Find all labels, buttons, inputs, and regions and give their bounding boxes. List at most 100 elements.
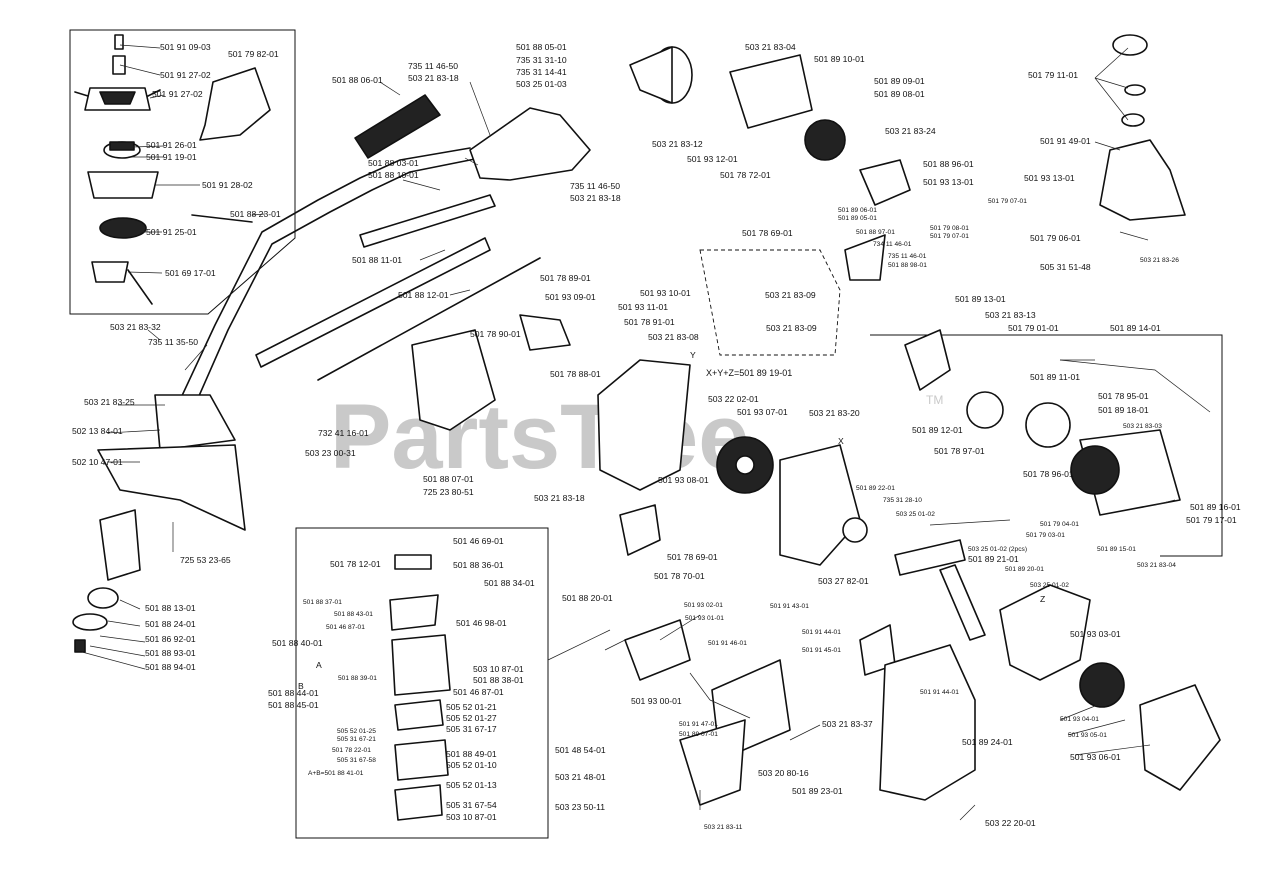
part-label[interactable]: 501 91 43-01 xyxy=(770,603,809,610)
part-label[interactable]: 501 78 89-01 xyxy=(540,273,591,283)
part-label[interactable]: 505 31 67-54 xyxy=(446,800,497,810)
part-label[interactable]: 501 91 44-01 xyxy=(920,689,959,696)
part-label[interactable]: 501 78 69-01 xyxy=(667,552,718,562)
part-label[interactable]: 501 91 49-01 xyxy=(1040,136,1091,146)
part-label[interactable]: 501 88 96-01 xyxy=(923,159,974,169)
part-label[interactable]: 501 88 93-01 xyxy=(145,648,196,658)
part-label[interactable]: 735 11 46-50 xyxy=(570,181,620,191)
part-label[interactable]: 501 88 44-01 xyxy=(268,688,319,698)
part-label[interactable]: 501 79 01-01 xyxy=(1008,323,1059,333)
part-label[interactable]: 503 21 83-08 xyxy=(648,332,699,342)
part-label[interactable]: 501 89 12-01 xyxy=(912,425,963,435)
part-label[interactable]: 503 10 87-01 xyxy=(446,812,497,822)
part-label[interactable]: 501 88 40-01 xyxy=(272,638,323,648)
part-label[interactable]: 501 79 07-01 xyxy=(930,233,969,240)
part-label[interactable]: 501 88 94-01 xyxy=(145,662,196,672)
part-label[interactable]: 501 78 90-01 xyxy=(470,329,521,339)
part-label[interactable]: 503 21 83-18 xyxy=(570,193,621,203)
part-label[interactable]: 725 23 80-51 xyxy=(423,487,474,497)
part-label[interactable]: 501 88 07-01 xyxy=(423,474,474,484)
part-label[interactable]: 501 89 06-01 xyxy=(838,207,877,214)
part-label[interactable]: 501 88 03-01 xyxy=(368,158,419,168)
part-label[interactable]: 501 93 10-01 xyxy=(640,288,691,298)
part-label[interactable]: 501 91 27-02 xyxy=(152,89,203,99)
part-label[interactable]: 501 93 05-01 xyxy=(1068,732,1107,739)
part-label[interactable]: 501 78 95-01 xyxy=(1098,391,1149,401)
part-label[interactable]: 501 79 08-01 xyxy=(930,225,969,232)
part-label[interactable]: 501 93 01-01 xyxy=(685,615,724,622)
part-label[interactable]: 501 89 15-01 xyxy=(1097,546,1136,553)
part-label[interactable]: 501 86 92-01 xyxy=(145,634,196,644)
part-label[interactable]: 501 93 04-01 xyxy=(1060,716,1099,723)
part-label[interactable]: 505 52 01-27 xyxy=(446,713,497,723)
part-label[interactable]: 501 88 10-01 xyxy=(368,170,419,180)
part-label[interactable]: 501 79 11-01 xyxy=(1028,70,1078,80)
part-label[interactable]: 501 46 87-01 xyxy=(453,687,504,697)
part-label[interactable]: 503 21 83-32 xyxy=(110,322,161,332)
part-label[interactable]: 501 93 13-01 xyxy=(923,177,974,187)
part-label[interactable]: 501 89 24-01 xyxy=(962,737,1013,747)
part-label[interactable]: 505 52 01-10 xyxy=(446,760,497,770)
part-label[interactable]: 503 21 83-37 xyxy=(822,719,873,729)
part-label[interactable]: 501 91 19-01 xyxy=(146,152,197,162)
part-label[interactable]: 501 89 05-01 xyxy=(838,215,877,222)
part-label[interactable]: 503 23 00-31 xyxy=(305,448,356,458)
part-label[interactable]: 501 93 09-01 xyxy=(545,292,596,302)
part-label[interactable]: 502 10 47-01 xyxy=(72,457,123,467)
part-label[interactable]: 501 88 97-01 xyxy=(856,229,895,236)
part-label[interactable]: 501 89 18-01 xyxy=(1098,405,1149,415)
part-label[interactable]: 505 31 51-48 xyxy=(1040,262,1091,272)
part-label[interactable]: 501 79 06-01 xyxy=(1030,233,1081,243)
part-label[interactable]: 503 21 83-04 xyxy=(1137,562,1176,569)
part-label[interactable]: 732 41 16-01 xyxy=(318,428,369,438)
part-label[interactable]: 505 52 01-25 xyxy=(337,728,376,735)
part-label[interactable]: 501 89 23-01 xyxy=(792,786,843,796)
part-label[interactable]: 735 31 28-10 xyxy=(883,497,922,504)
part-label[interactable]: 501 89 09-01 xyxy=(874,76,925,86)
part-label[interactable]: 501 89 21-01 xyxy=(968,554,1019,564)
part-label[interactable]: 505 31 67-17 xyxy=(446,724,497,734)
part-label[interactable]: 503 27 82-01 xyxy=(818,576,869,586)
part-label[interactable]: 501 88 38-01 xyxy=(473,675,524,685)
part-label[interactable]: 503 21 83-13 xyxy=(985,310,1036,320)
part-label[interactable]: 503 21 83-11 xyxy=(704,824,743,831)
part-label[interactable]: 503 20 80-16 xyxy=(758,768,809,778)
part-label[interactable]: 735 31 31-10 xyxy=(516,55,567,65)
part-label[interactable]: 503 22 02-01 xyxy=(708,394,759,404)
part-label[interactable]: 503 21 48-01 xyxy=(555,772,606,782)
part-label[interactable]: 501 89 11-01 xyxy=(1030,372,1080,382)
part-label[interactable]: 501 91 27-02 xyxy=(160,70,211,80)
part-label[interactable]: 734 11 46-01 xyxy=(873,241,912,248)
part-label[interactable]: 505 31 67-21 xyxy=(337,736,376,743)
part-label[interactable]: 501 88 37-01 xyxy=(303,599,342,606)
part-label[interactable]: 503 21 83-04 xyxy=(745,42,796,52)
part-label[interactable]: 503 21 83-20 xyxy=(809,408,860,418)
part-label[interactable]: 501 88 24-01 xyxy=(145,619,196,629)
part-label[interactable]: 501 93 13-01 xyxy=(1024,173,1075,183)
part-label[interactable]: 501 89 10-01 xyxy=(814,54,865,64)
part-label[interactable]: 735 11 35-50 xyxy=(148,337,198,347)
part-label[interactable]: 503 25 01-02 xyxy=(1030,582,1069,589)
part-label[interactable]: 501 93 00-01 xyxy=(631,696,682,706)
part-label[interactable]: 501 79 07-01 xyxy=(988,198,1027,205)
part-label[interactable]: 501 78 88-01 xyxy=(550,369,601,379)
part-label[interactable]: 503 21 83-18 xyxy=(534,493,585,503)
part-label[interactable]: 501 78 69-01 xyxy=(742,228,793,238)
part-label[interactable]: 501 89 07-01 xyxy=(679,731,718,738)
part-label[interactable]: 501 69 17-01 xyxy=(165,268,216,278)
part-label[interactable]: 501 91 45-01 xyxy=(802,647,841,654)
part-label[interactable]: 501 88 13-01 xyxy=(145,603,196,613)
part-label[interactable]: 501 88 23-01 xyxy=(230,209,281,219)
part-label[interactable]: 503 21 83-18 xyxy=(408,73,459,83)
part-label[interactable]: 501 88 12-01 xyxy=(398,290,449,300)
part-label[interactable]: 501 79 03-01 xyxy=(1026,532,1065,539)
part-label[interactable]: 501 78 97-01 xyxy=(934,446,985,456)
part-label[interactable]: 505 52 01-21 xyxy=(446,702,497,712)
part-label[interactable]: 501 91 44-01 xyxy=(802,629,841,636)
part-label[interactable]: 501 89 20-01 xyxy=(1005,566,1044,573)
part-label[interactable]: 501 88 36-01 xyxy=(453,560,504,570)
part-label[interactable]: 501 88 45-01 xyxy=(268,700,319,710)
part-label[interactable]: 501 88 20-01 xyxy=(562,593,613,603)
part-label[interactable]: 503 21 83-25 xyxy=(84,397,135,407)
part-label[interactable]: 735 11 46-50 xyxy=(408,61,458,71)
